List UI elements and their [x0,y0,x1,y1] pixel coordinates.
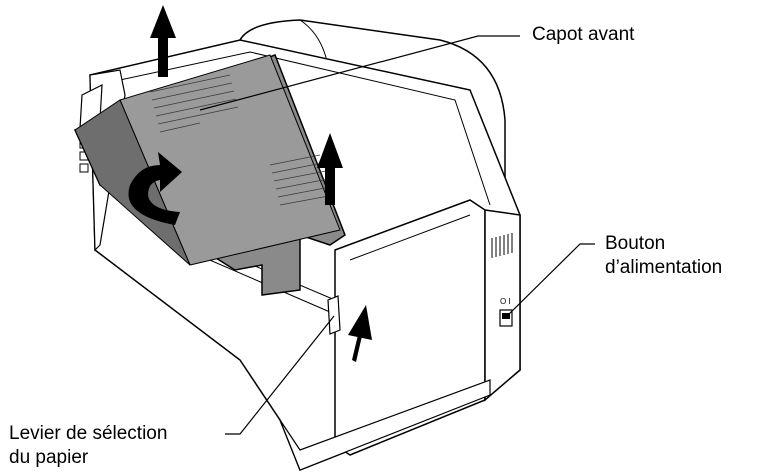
label-front-cover: Capot avant [532,23,634,47]
callout-lines [199,35,595,435]
label-paper-lever-line1: Levier de sélection [9,423,168,444]
lift-arrow-left [150,5,176,77]
power-switch-marks: O I [500,297,511,306]
rotate-arrow [128,152,182,225]
lever-arrow [348,305,372,362]
vent-grille [491,233,513,258]
body-top-edge [119,51,491,206]
right-side-inner [349,214,471,261]
label-paper-lever-line2: du papier [9,447,89,468]
label-paper-lever: Levier de sélection du papier [9,422,167,470]
label-power-button-line1: Bouton [605,233,666,254]
cover-hatching [149,74,335,206]
rear-right-block [484,209,521,402]
label-power-button: Bouton d’alimentation [605,232,722,280]
label-power-button-line2: d’alimentation [605,257,723,278]
printer-base [279,379,491,471]
paper-select-lever[interactable] [327,295,341,335]
lift-arrow-right [317,133,343,205]
label-front-cover-text: Capot avant [532,24,635,45]
power-switch-rocker [502,313,510,319]
